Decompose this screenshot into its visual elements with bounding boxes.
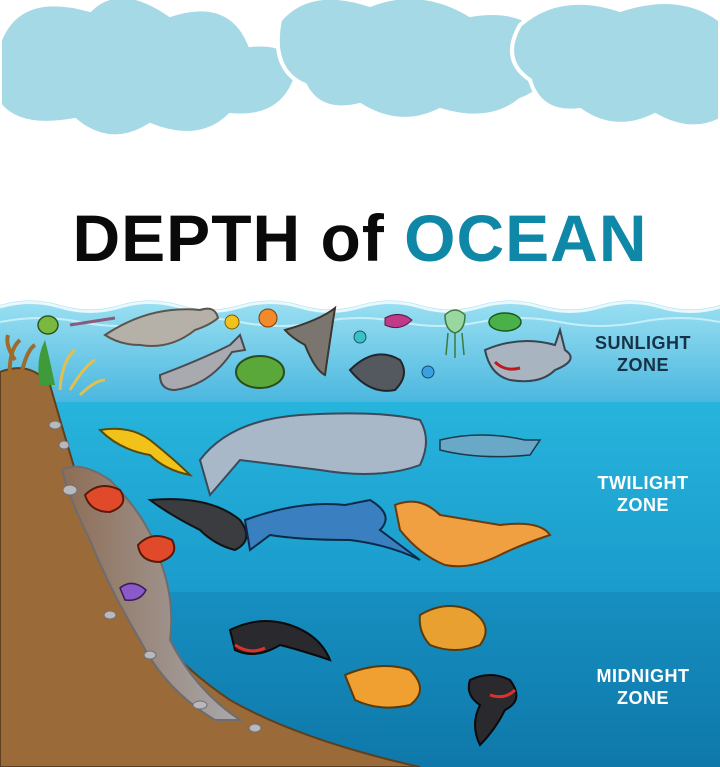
- wave-crest: [0, 301, 720, 313]
- midnight-zone-label: MIDNIGHT ZONE: [568, 665, 718, 709]
- cloud-left: [0, 0, 298, 139]
- stingray: [348, 353, 405, 392]
- pebble: [248, 723, 262, 733]
- rock-cliff: [60, 465, 244, 721]
- twilight-zone-label: TWILIGHT ZONE: [568, 472, 718, 516]
- pebble: [103, 610, 117, 620]
- fish-orange: [258, 308, 278, 328]
- fish-small-blue: [421, 365, 435, 379]
- fish-teal: [353, 330, 367, 344]
- crab-red: [83, 485, 125, 514]
- title-part-2: OCEAN: [404, 201, 648, 275]
- page-title: DEPTH of OCEAN: [0, 198, 720, 278]
- coral-yellow: [58, 348, 106, 397]
- crab-red-2: [136, 535, 176, 564]
- anglerfish-2: [343, 665, 421, 709]
- pebble: [192, 700, 208, 710]
- cloud-right: [510, 0, 720, 129]
- coral-brown: [5, 334, 37, 381]
- marlin: [243, 498, 421, 561]
- turtle-small: [488, 312, 522, 332]
- lanternfish: [439, 434, 542, 458]
- pebble: [143, 650, 157, 660]
- manta-ray: [283, 305, 337, 377]
- sperm-whale: [198, 412, 427, 498]
- zone-label-line1: MIDNIGHT: [596, 666, 690, 686]
- anglerfish: [418, 605, 487, 651]
- sunlight-zone-label: SUNLIGHT ZONE: [568, 332, 718, 376]
- shark-mouth: [493, 360, 521, 371]
- jellyfish: [444, 309, 466, 358]
- fish-yellow: [224, 314, 240, 330]
- pebble: [62, 484, 78, 496]
- pelican-eel: [467, 674, 518, 747]
- zone-label-line1: TWILIGHT: [597, 473, 689, 493]
- turtle-shell: [235, 355, 285, 389]
- seal-body: [103, 307, 220, 347]
- pebbles: [48, 420, 262, 733]
- sunlight-creatures: [37, 305, 572, 392]
- clouds: [0, 0, 720, 139]
- seabed: [0, 367, 421, 767]
- midnight-creatures: [228, 605, 518, 747]
- pelican-mouth: [489, 688, 517, 699]
- pebble: [58, 440, 70, 450]
- cloud-middle: [275, 0, 554, 121]
- zone-label-line1: SUNLIGHT: [595, 333, 691, 353]
- gulper-mouth: [234, 643, 266, 653]
- hermit-crab: [119, 582, 147, 602]
- lily-pad: [37, 315, 59, 335]
- twilight-creatures: [83, 412, 552, 602]
- zone-label-line2: ZONE: [616, 495, 669, 515]
- pebble: [48, 420, 62, 430]
- seaweed-green: [38, 340, 55, 385]
- fish-purple: [384, 314, 413, 329]
- zone-label-line2: ZONE: [616, 355, 669, 375]
- shrimp-icon: [69, 316, 116, 327]
- seaweed-cluster: [5, 334, 106, 397]
- title-part-1: DEPTH of: [72, 201, 385, 275]
- squid-yellow: [97, 427, 194, 477]
- eel-dark: [147, 498, 248, 552]
- zone-label-line2: ZONE: [616, 688, 669, 708]
- hammerhead-shark: [158, 333, 247, 392]
- giant-squid: [393, 500, 552, 568]
